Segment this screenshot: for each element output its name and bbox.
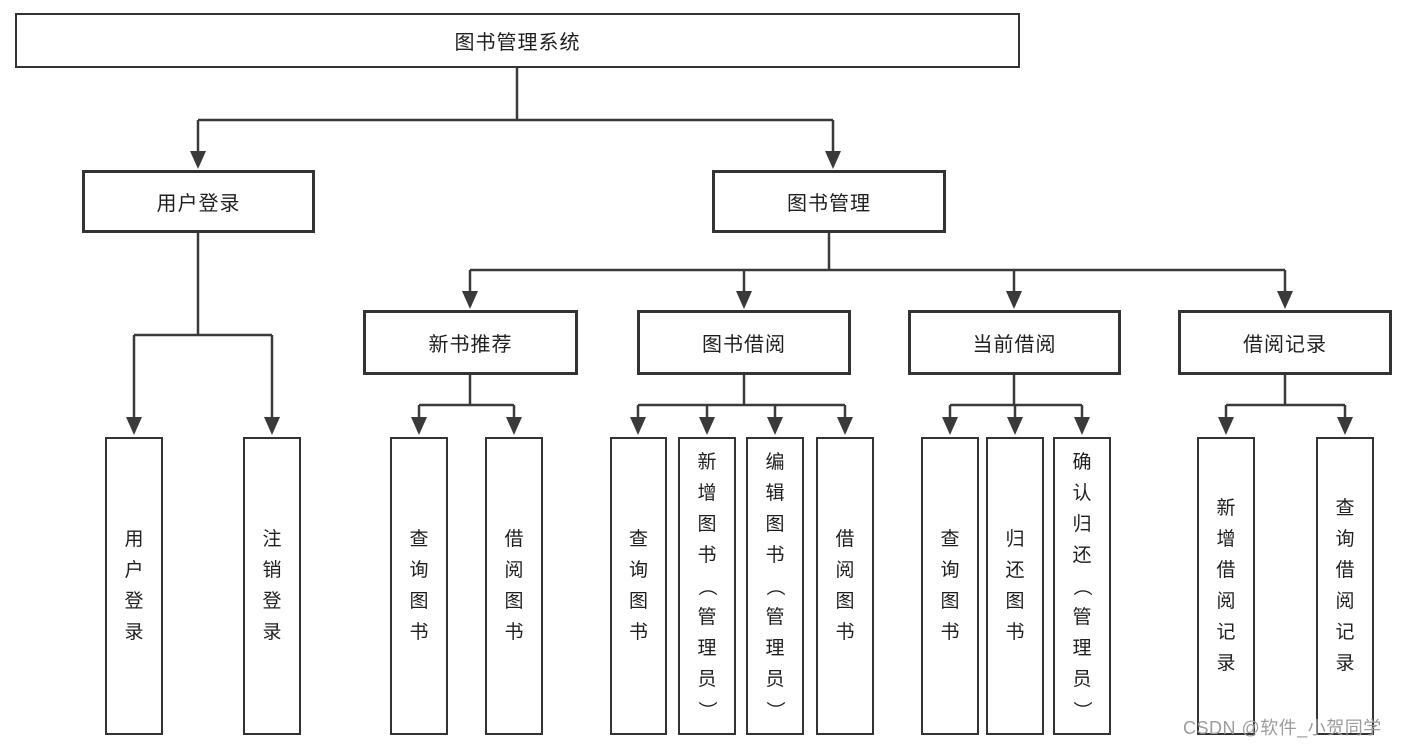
- node-book-borrow: 图书借阅: [637, 310, 851, 375]
- leaf-current-query-book: 查询图书: [921, 437, 979, 735]
- leaf-current-return-book-label: 归还图书: [1005, 529, 1025, 643]
- node-root-system: 图书管理系统: [15, 13, 1020, 68]
- leaf-current-return-book: 归还图书: [986, 437, 1044, 735]
- leaf-current-confirm-return-label: 确认归还（管理员）: [1071, 451, 1093, 720]
- leaf-logout: 注销登录: [243, 437, 301, 735]
- leaf-records-query-record: 查询借阅记录: [1316, 437, 1374, 735]
- leaf-recommend-borrow-book-label: 借阅图书: [504, 529, 524, 643]
- leaf-recommend-borrow-book: 借阅图书: [485, 437, 543, 735]
- leaf-user-login: 用户登录: [105, 437, 163, 735]
- node-borrow-records: 借阅记录: [1178, 310, 1392, 375]
- node-user-login-label: 用户登录: [156, 193, 241, 215]
- leaf-borrow-borrow-book: 借阅图书: [816, 437, 874, 735]
- leaf-borrow-edit-book: 编辑图书（管理员）: [746, 437, 804, 735]
- leaf-recommend-query-book-label: 查询图书: [409, 529, 429, 643]
- leaf-borrow-edit-book-label: 编辑图书（管理员）: [764, 451, 786, 720]
- node-new-book-recommend: 新书推荐: [363, 310, 578, 375]
- node-book-management-label: 图书管理: [787, 193, 871, 215]
- leaf-records-add-record-label: 新增借阅记录: [1216, 498, 1236, 674]
- node-book-borrow-label: 图书借阅: [702, 334, 786, 356]
- node-root-label: 图书管理系统: [454, 32, 581, 54]
- leaf-borrow-borrow-book-label: 借阅图书: [835, 529, 855, 643]
- leaf-user-login-label: 用户登录: [124, 529, 144, 643]
- csdn-watermark: CSDN @软件_小贺同学: [1183, 718, 1382, 738]
- node-current-borrow-label: 当前借阅: [972, 334, 1057, 356]
- leaf-records-add-record: 新增借阅记录: [1197, 437, 1255, 735]
- node-current-borrow: 当前借阅: [908, 310, 1121, 375]
- leaf-current-confirm-return: 确认归还（管理员）: [1053, 437, 1111, 735]
- leaf-borrow-query-book: 查询图书: [610, 437, 667, 735]
- node-book-management: 图书管理: [712, 170, 946, 233]
- leaf-current-query-book-label: 查询图书: [940, 529, 960, 643]
- leaf-recommend-query-book: 查询图书: [390, 437, 448, 735]
- leaf-borrow-add-book-label: 新增图书（管理员）: [696, 451, 718, 720]
- leaf-records-query-record-label: 查询借阅记录: [1335, 498, 1355, 674]
- node-user-login: 用户登录: [82, 170, 315, 233]
- leaf-logout-label: 注销登录: [262, 529, 282, 643]
- leaf-borrow-add-book: 新增图书（管理员）: [678, 437, 736, 735]
- leaf-borrow-query-book-label: 查询图书: [628, 529, 648, 643]
- node-borrow-records-label: 借阅记录: [1243, 334, 1327, 356]
- node-new-book-recommend-label: 新书推荐: [428, 334, 513, 356]
